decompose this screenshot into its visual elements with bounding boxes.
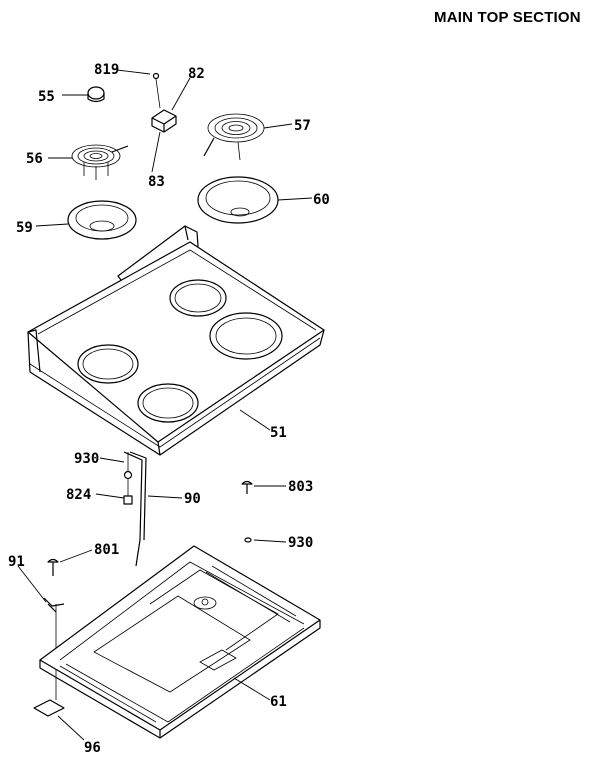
label-930-upper: 930 [74,451,99,467]
clip-91 [43,597,65,613]
leader-lines [17,69,313,741]
label-83: 83 [148,174,165,190]
label-82: 82 [188,66,205,82]
label-61: 61 [270,694,287,710]
screw-824 [123,479,133,505]
washer-930 [244,537,252,543]
label-57: 57 [294,118,311,134]
cooktop-51 [27,225,325,456]
screw-803 [241,480,253,494]
surface-element-57 [203,113,265,161]
label-51: 51 [270,425,287,441]
knob-55 [87,86,105,103]
label-60: 60 [313,192,330,208]
screw-819 [152,72,161,109]
bracket-90 [123,451,147,567]
label-56: 56 [26,151,43,167]
label-824: 824 [66,487,91,503]
label-803: 803 [288,479,313,495]
label-819: 819 [94,62,119,78]
label-90: 90 [184,491,201,507]
nut-930 [123,452,133,480]
drip-bowl-59 [67,200,137,240]
receptacle-82 [151,109,177,133]
label-96: 96 [84,740,101,756]
label-59: 59 [16,220,33,236]
burner-box-61 [39,545,321,739]
screw-801 [47,558,59,576]
label-55: 55 [38,89,55,105]
diagram-title: MAIN TOP SECTION [434,9,581,26]
surface-element-56 [71,144,129,180]
label-91: 91 [8,554,25,570]
label-930-lower: 930 [288,535,313,551]
label-801: 801 [94,542,119,558]
drip-bowl-60 [197,176,279,224]
